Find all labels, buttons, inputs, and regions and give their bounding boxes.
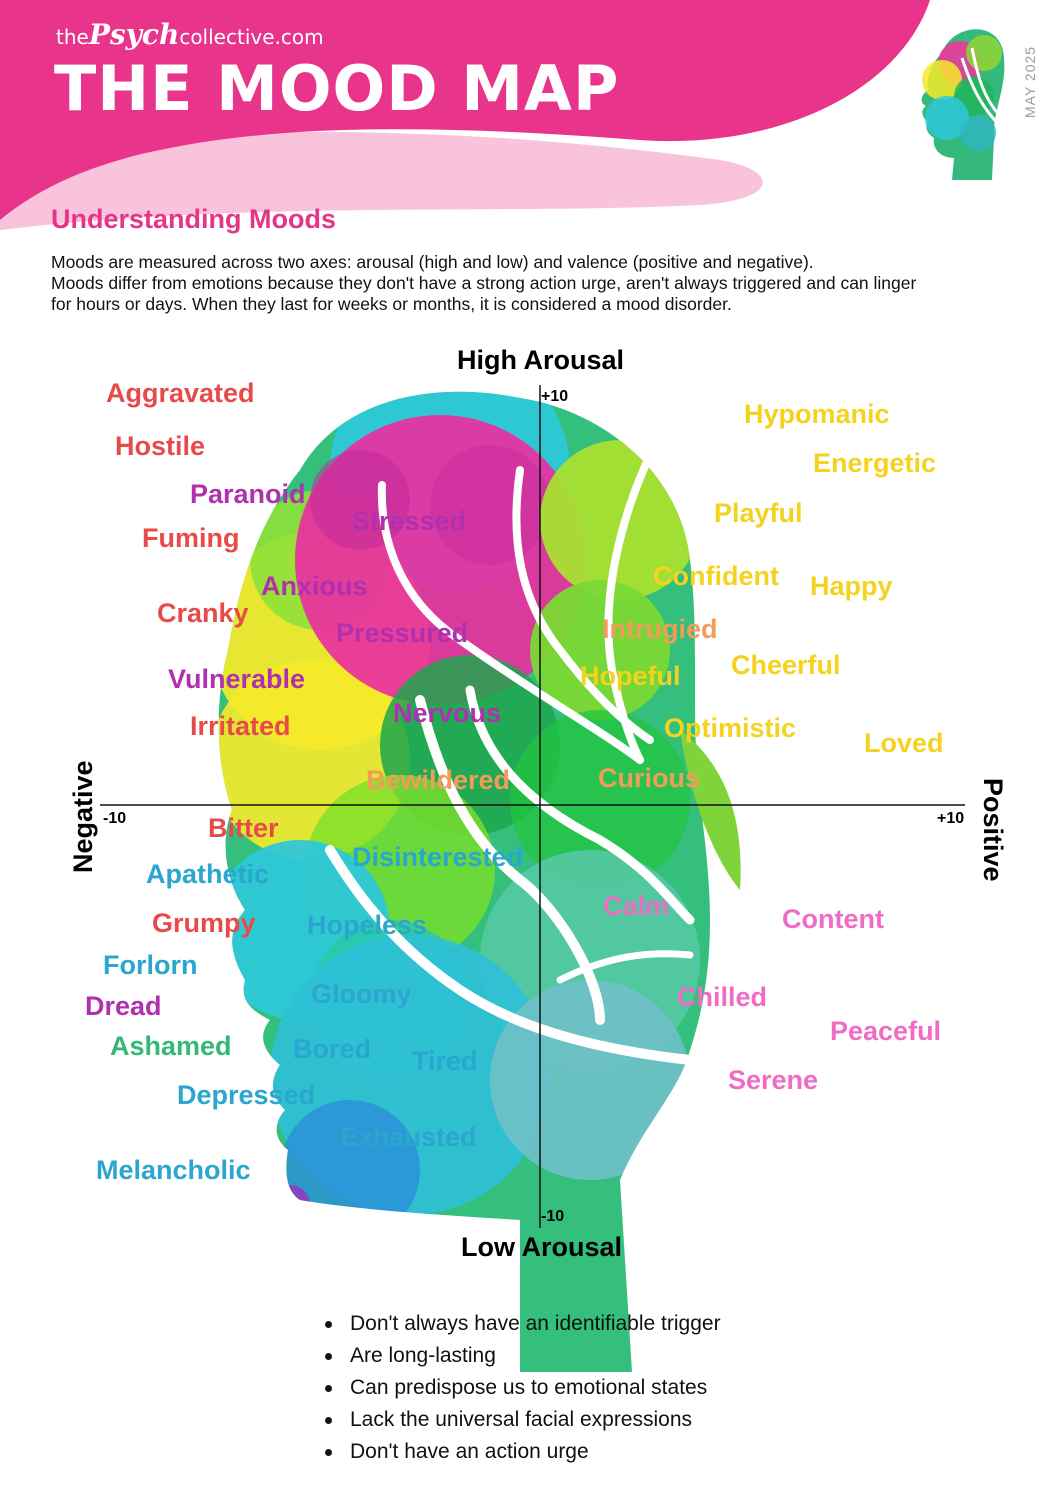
- tick-left: -10: [103, 810, 127, 827]
- list-item: Don't always have an identifiable trigge…: [320, 1308, 721, 1340]
- intro-line: Moods are measured across two axes: arou…: [51, 252, 814, 272]
- mood-label-irritated: Irritated: [190, 711, 291, 741]
- mood-label-hopeful: Hopeful: [580, 661, 681, 691]
- mood-label-serene: Serene: [728, 1065, 819, 1095]
- head-branches: [325, 451, 695, 1065]
- list-item: Can predispose us to emotional states: [320, 1372, 721, 1404]
- list-item: Are long-lasting: [320, 1340, 721, 1372]
- mood-label-playful: Playful: [714, 498, 803, 528]
- mood-label-hopeless: Hopeless: [307, 910, 428, 940]
- mood-label-peaceful: Peaceful: [830, 1016, 942, 1046]
- mood-label-pressured: Pressured: [336, 618, 469, 648]
- brand-logo[interactable]: thePsychcollective.com: [56, 18, 324, 51]
- mood-label-depressed: Depressed: [177, 1080, 316, 1110]
- brand-script: Psych: [88, 18, 180, 51]
- mood-label-apathetic: Apathetic: [146, 859, 270, 889]
- mood-label-vulnerable: Vulnerable: [168, 664, 306, 694]
- mood-label-bitter: Bitter: [208, 813, 279, 843]
- mood-label-paranoid: Paranoid: [190, 479, 306, 509]
- brand-suffix: collective.com: [179, 25, 324, 49]
- mood-characteristics-list: Don't always have an identifiable trigge…: [320, 1308, 721, 1468]
- list-item: Lack the universal facial expressions: [320, 1404, 721, 1436]
- mood-label-content: Content: [782, 904, 884, 934]
- tick-top: +10: [541, 388, 569, 405]
- intro-line: Moods differ from emotions because they …: [51, 273, 917, 293]
- mood-label-hostile: Hostile: [115, 431, 206, 461]
- brand-prefix: the: [56, 25, 89, 49]
- mood-label-dread: Dread: [85, 991, 162, 1021]
- mood-label-cranky: Cranky: [157, 598, 249, 628]
- mood-label-gloomy: Gloomy: [311, 979, 412, 1009]
- mood-label-energetic: Energetic: [813, 448, 937, 478]
- mood-label-calm: Calm: [603, 891, 670, 921]
- header-wave-light: [0, 131, 763, 230]
- section-heading: Understanding Moods: [51, 204, 336, 234]
- mood-label-hypomanic: Hypomanic: [744, 399, 890, 429]
- tick-right: +10: [937, 810, 965, 827]
- mood-label-intrugied: Intrugied: [602, 614, 718, 644]
- page-title: THE MOOD MAP: [54, 52, 620, 125]
- tick-bottom: -10: [541, 1208, 565, 1225]
- axis-label-high-arousal: High Arousal: [457, 345, 625, 375]
- header-banner: [0, 0, 930, 230]
- list-item: Don't have an action urge: [320, 1436, 721, 1468]
- mood-label-bewildered: Bewildered: [366, 765, 511, 795]
- mood-label-nervous: Nervous: [393, 698, 502, 728]
- mood-label-forlorn: Forlorn: [103, 950, 198, 980]
- mood-label-melancholic: Melancholic: [96, 1155, 251, 1185]
- mood-label-optimistic: Optimistic: [664, 713, 797, 743]
- mood-label-disinterested: Disinterested: [352, 842, 524, 872]
- head-logo-icon: [921, 29, 1005, 180]
- mood-label-happy: Happy: [810, 571, 893, 601]
- mood-label-fuming: Fuming: [142, 523, 240, 553]
- mood-label-chilled: Chilled: [677, 982, 768, 1012]
- mood-label-confident: Confident: [653, 561, 779, 591]
- mood-label-aggravated: Aggravated: [106, 378, 255, 408]
- intro-line: for hours or days. When they last for we…: [51, 294, 732, 314]
- head-leaf: [680, 730, 741, 890]
- axis-label-low-arousal: Low Arousal: [461, 1232, 623, 1262]
- mood-label-curious: Curious: [598, 763, 701, 793]
- intro-paragraph: Moods are measured across two axes: arou…: [51, 252, 1011, 315]
- mood-label-exhausted: Exhausted: [340, 1122, 477, 1152]
- mood-label-anxious: Anxious: [261, 571, 368, 601]
- mood-label-tired: Tired: [412, 1046, 478, 1076]
- mood-label-grumpy: Grumpy: [152, 908, 256, 938]
- mood-label-bored: Bored: [293, 1034, 372, 1064]
- mood-label-ashamed: Ashamed: [110, 1031, 232, 1061]
- mood-label-loved: Loved: [864, 728, 944, 758]
- mood-label-stressed: Stressed: [352, 506, 467, 536]
- header-wave: [0, 0, 930, 220]
- axis-label-negative: Negative: [68, 760, 98, 873]
- axis-label-positive: Positive: [978, 778, 1008, 882]
- mood-label-cheerful: Cheerful: [731, 650, 841, 680]
